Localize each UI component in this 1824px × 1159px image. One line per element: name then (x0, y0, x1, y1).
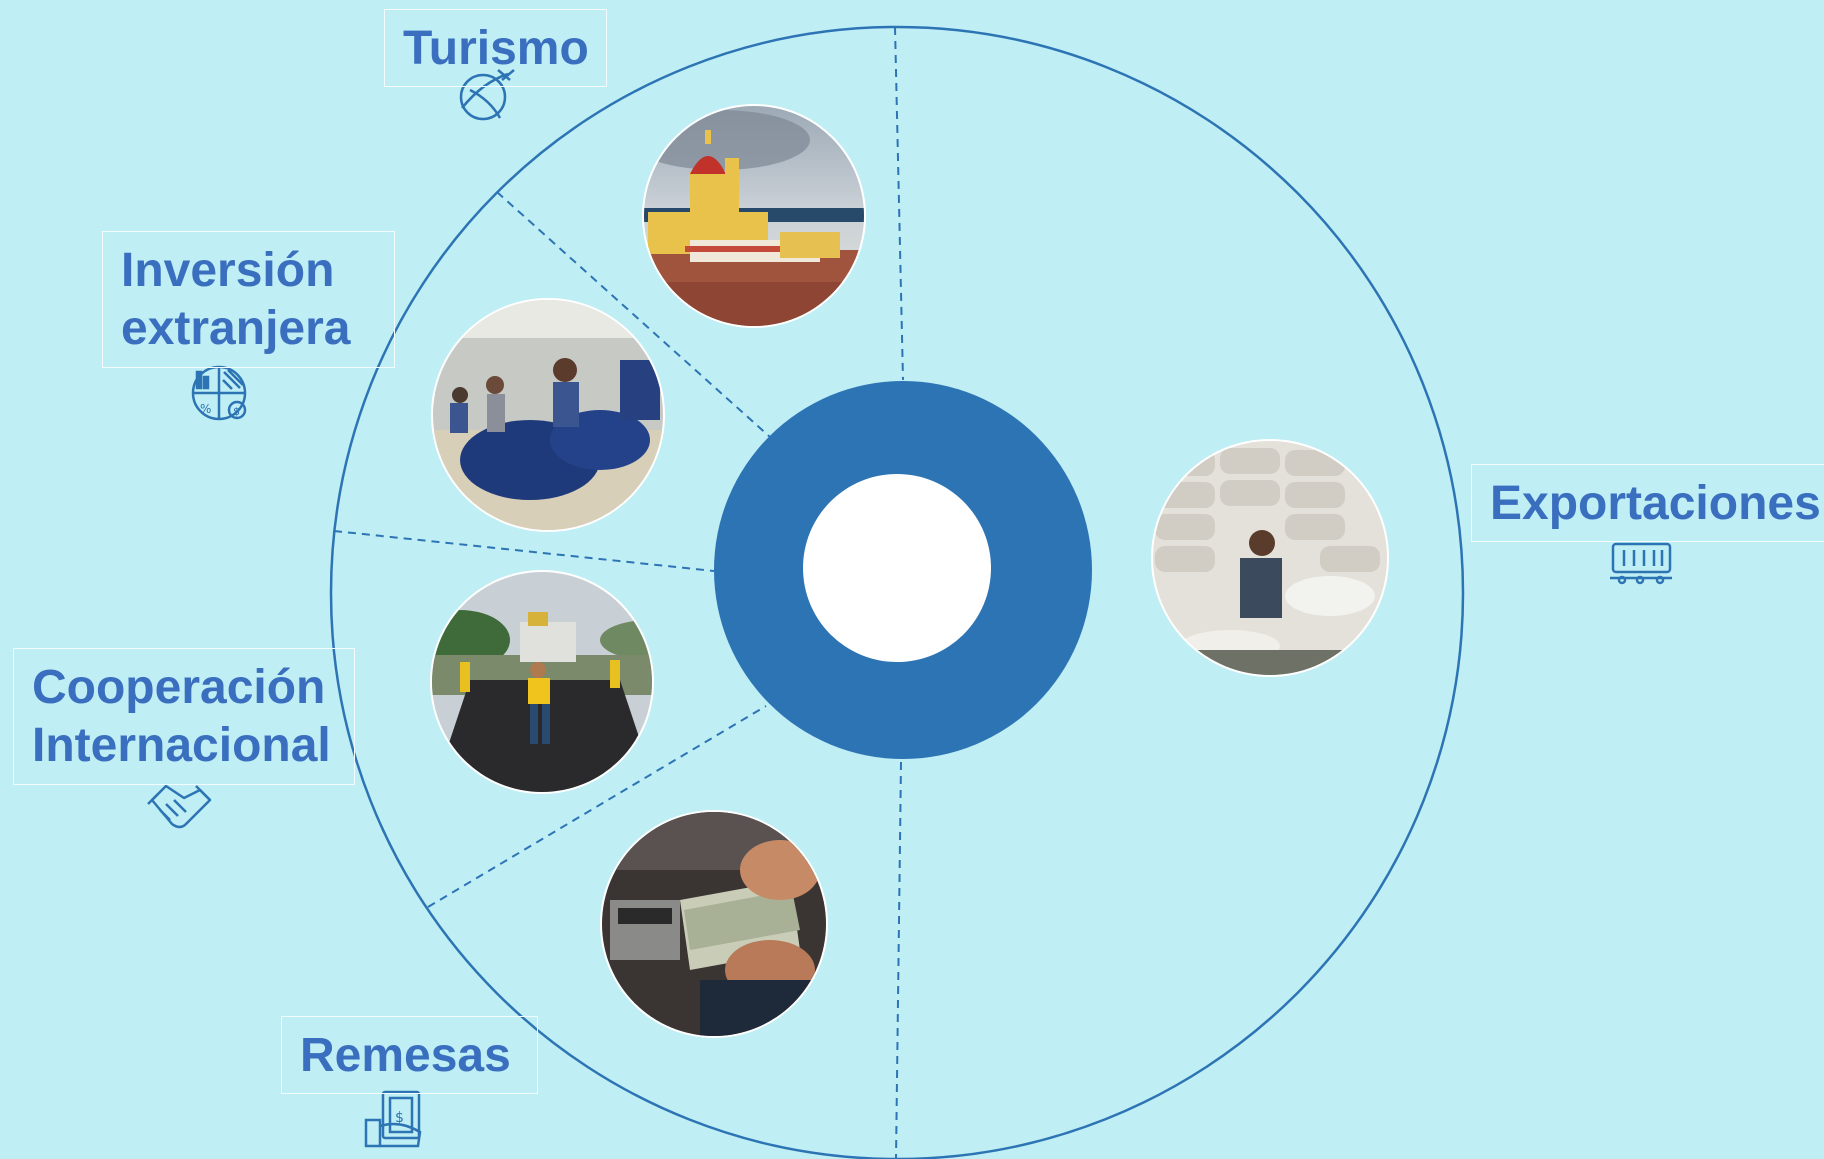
label-turismo: Turismo (384, 9, 607, 87)
center-hole (803, 474, 991, 662)
label-inversion-line-2: extranjera (121, 302, 351, 355)
label-cooperacion-line-1: Cooperación (32, 661, 326, 714)
counting-money-photo (600, 810, 828, 1038)
finance-chart-icon: % $ (191, 365, 247, 421)
label-turismo-line-1: Turismo (403, 22, 589, 75)
handshake-icon (147, 784, 212, 829)
label-remesas: Remesas (281, 1016, 538, 1094)
label-inversion-extranjera: Inversión extranjera (102, 231, 395, 368)
svg-text:$: $ (233, 405, 240, 418)
sugar-sacks-warehouse-photo (1151, 439, 1389, 677)
colonial-cathedral-city-photo (642, 104, 866, 328)
label-cooperacion-line-2: Internacional (32, 719, 331, 772)
cash-hand-icon: $ (364, 1090, 422, 1148)
segment-dividers (333, 26, 904, 1159)
label-exportaciones: Exportaciones (1471, 464, 1824, 542)
svg-text:%: % (200, 402, 211, 416)
label-inversion-line-1: Inversión (121, 244, 335, 297)
outer-ring (329, 25, 1465, 1159)
svg-text:$: $ (395, 1110, 404, 1126)
road-paving-workers-photo (430, 570, 654, 794)
cargo-container-icon (1610, 542, 1672, 585)
textile-factory-workers-photo (431, 298, 665, 532)
label-remesas-line-1: Remesas (300, 1029, 511, 1082)
label-cooperacion-internacional: Cooperación Internacional (13, 648, 355, 785)
label-exportaciones-line-1: Exportaciones (1490, 477, 1821, 530)
